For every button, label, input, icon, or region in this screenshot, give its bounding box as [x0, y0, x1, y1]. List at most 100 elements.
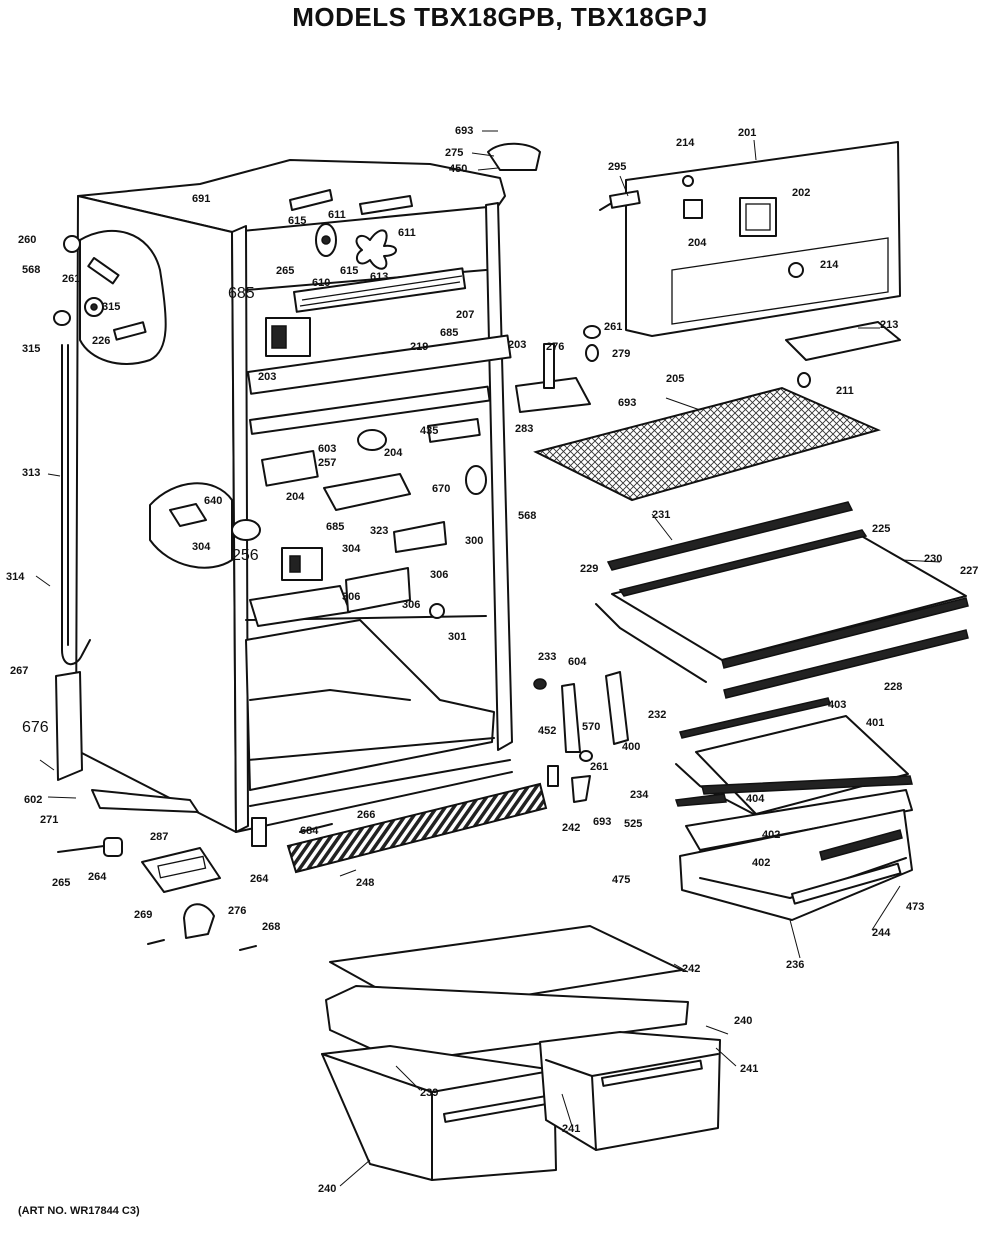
- part-label-261: 261: [590, 761, 608, 773]
- part-label-685: 685: [326, 521, 344, 533]
- bottom-hardware: [57, 789, 333, 951]
- part-label-602: 602: [24, 794, 42, 806]
- shelf-bracket-top: [487, 142, 811, 413]
- control-panel-cover: [599, 141, 901, 361]
- part-label-304: 304: [342, 543, 361, 555]
- part-label-225: 225: [872, 523, 890, 535]
- part-label-231: 231: [652, 509, 670, 521]
- part-label-264: 264: [88, 871, 107, 883]
- part-label-202: 202: [792, 187, 810, 199]
- diagram-title: MODELS TBX18GPB, TBX18GPJ: [292, 2, 708, 32]
- part-label-204: 204: [688, 237, 707, 249]
- part-label-685: 685: [228, 285, 255, 302]
- shelf-supports: [533, 671, 629, 803]
- part-label-313: 313: [22, 467, 40, 479]
- part-label-400: 400: [622, 741, 640, 753]
- part-label-264: 264: [250, 873, 269, 885]
- part-label-604: 604: [568, 656, 587, 668]
- part-label-315: 315: [22, 343, 40, 355]
- art-number: (ART NO. WR17844 C3): [18, 1205, 140, 1217]
- part-label-473: 473: [906, 901, 924, 913]
- part-label-314: 314: [6, 571, 25, 583]
- part-label-211: 211: [836, 385, 854, 397]
- part-label-613: 613: [370, 271, 388, 283]
- part-label-279: 279: [612, 348, 630, 360]
- part-label-615: 615: [340, 265, 358, 277]
- water-tube: [53, 235, 147, 666]
- part-label-226: 226: [92, 335, 110, 347]
- part-label-283: 283: [515, 423, 533, 435]
- part-label-232: 232: [648, 709, 666, 721]
- part-label-435: 435: [420, 425, 438, 437]
- part-label-323: 323: [370, 525, 388, 537]
- part-label-268: 268: [262, 921, 280, 933]
- part-label-265: 265: [276, 265, 294, 277]
- part-label-402: 402: [762, 829, 780, 841]
- part-label-213: 213: [880, 319, 898, 331]
- part-label-266: 266: [357, 809, 375, 821]
- part-label-265: 265: [52, 877, 70, 889]
- leader-lines: [35, 130, 941, 1187]
- part-label-404: 404: [746, 793, 765, 805]
- part-label-228: 228: [884, 681, 902, 693]
- part-label-300: 300: [465, 535, 483, 547]
- part-label-276: 276: [228, 905, 246, 917]
- part-label-568: 568: [518, 510, 536, 522]
- part-label-315: 315: [102, 301, 120, 313]
- glass-shelf-lower: [674, 697, 913, 835]
- part-label-219: 219: [410, 341, 428, 353]
- part-label-603: 603: [318, 443, 336, 455]
- part-label-670: 670: [432, 483, 450, 495]
- part-label-261: 261: [604, 321, 622, 333]
- part-label-684: 684: [300, 825, 319, 837]
- part-label-525: 525: [624, 818, 642, 830]
- refrigerator-cabinet: [55, 159, 513, 833]
- control-housings: [169, 418, 487, 627]
- part-label-640: 640: [204, 495, 222, 507]
- part-label-204: 204: [286, 491, 305, 503]
- part-label-301: 301: [448, 631, 466, 643]
- part-label-287: 287: [150, 831, 168, 843]
- part-label-204: 204: [384, 447, 403, 459]
- crisper-pan-cover: [325, 925, 689, 1063]
- part-label-685: 685: [440, 327, 458, 339]
- part-label-229: 229: [580, 563, 598, 575]
- freezer-fan-assembly: [247, 189, 512, 435]
- part-label-570: 570: [582, 721, 600, 733]
- part-label-403: 403: [828, 699, 846, 711]
- part-label-234: 234: [630, 789, 649, 801]
- part-label-201: 201: [738, 127, 756, 139]
- part-label-241: 241: [562, 1123, 580, 1135]
- part-label-256: 256: [232, 547, 259, 564]
- part-label-402: 402: [752, 857, 770, 869]
- part-label-241: 241: [740, 1063, 758, 1075]
- toe-grille: [286, 782, 548, 874]
- part-label-214: 214: [820, 259, 839, 271]
- part-label-276: 276: [546, 341, 564, 353]
- part-label-611: 611: [398, 227, 416, 239]
- crisper-drawers: [321, 1031, 721, 1181]
- part-label-227: 227: [960, 565, 978, 577]
- part-label-203: 203: [508, 339, 526, 351]
- part-label-242: 242: [562, 822, 580, 834]
- part-label-233: 233: [538, 651, 556, 663]
- part-label-295: 295: [608, 161, 626, 173]
- part-label-304: 304: [192, 541, 211, 553]
- wire-shelf: [533, 386, 881, 502]
- part-label-676: 676: [22, 719, 49, 736]
- part-label-269: 269: [134, 909, 152, 921]
- part-label-615: 615: [288, 215, 306, 227]
- part-label-693: 693: [618, 397, 636, 409]
- part-label-257: 257: [318, 457, 336, 469]
- part-label-214: 214: [676, 137, 695, 149]
- part-label-240: 240: [318, 1183, 336, 1195]
- part-label-452: 452: [538, 725, 556, 737]
- part-label-271: 271: [40, 814, 58, 826]
- part-label-275: 275: [445, 147, 463, 159]
- part-label-242: 242: [682, 963, 700, 975]
- glass-shelf-upper: [595, 501, 969, 699]
- part-label-693: 693: [455, 125, 473, 137]
- part-label-205: 205: [666, 373, 684, 385]
- part-label-450: 450: [449, 163, 467, 175]
